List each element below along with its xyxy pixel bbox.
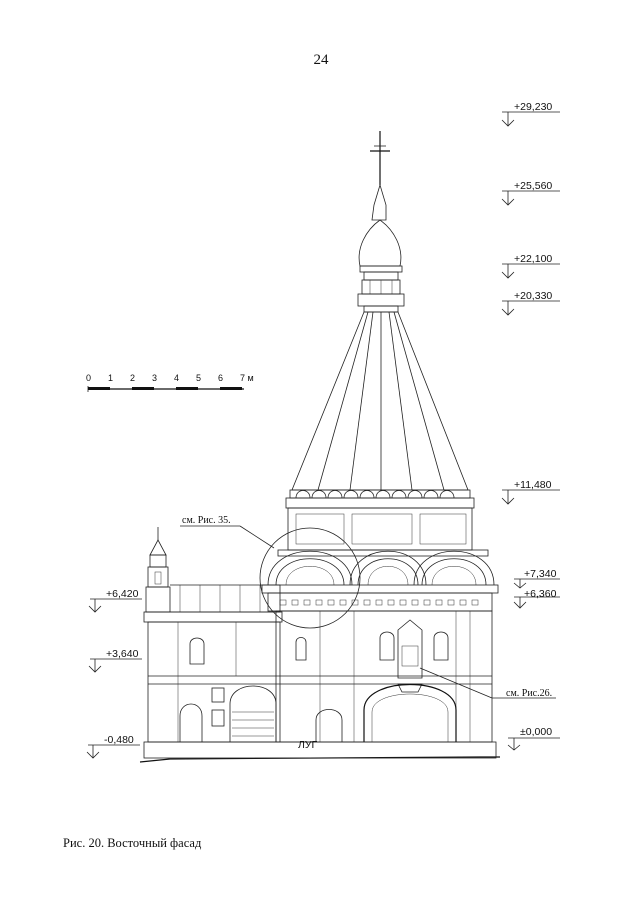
svg-text:-0,480: -0,480 (104, 734, 134, 746)
scale-bar: 0 1 2 3 4 5 6 7 м (86, 373, 254, 392)
scale-tick: 2 (130, 373, 135, 383)
svg-text:+29,230: +29,230 (514, 101, 552, 113)
scale-tick: 7 м (240, 373, 254, 383)
tent-roof (285, 311, 475, 509)
level-marker: ±0,000 (507, 726, 560, 751)
svg-text:+7,340: +7,340 (524, 568, 557, 580)
scale-tick: 1 (108, 373, 113, 383)
svg-text:+20,330: +20,330 (514, 290, 552, 302)
svg-text:+22,100: +22,100 (514, 253, 552, 265)
dentil-band (279, 599, 479, 606)
level-marker: +7,340 (513, 568, 560, 589)
figure-caption: Рис. 20. Восточный фасад (63, 836, 202, 850)
svg-text:+25,560: +25,560 (514, 180, 552, 192)
svg-text:см. Рис. 35.: см. Рис. 35. (182, 515, 231, 526)
level-marker: +20,330 (501, 290, 560, 316)
level-marker: +11,480 (501, 479, 560, 505)
page-number: 24 (313, 52, 329, 68)
level-marker: +22,100 (501, 253, 560, 279)
scale-tick: 6 (218, 373, 223, 383)
left-wing (143, 527, 283, 623)
detail-reference-26: см. Рис.26. (419, 667, 556, 699)
level-markers-right: +29,230 +25,560 +22,100 +20,330 +11,480 … (501, 101, 560, 751)
level-marker: +29,230 (501, 101, 560, 127)
bell-tier (261, 507, 499, 612)
scale-tick: 5 (196, 373, 201, 383)
gate-label: ЛУГ (298, 739, 318, 751)
svg-text:±0,000: ±0,000 (520, 726, 552, 738)
level-marker: +6,360 (513, 588, 560, 609)
svg-text:+3,640: +3,640 (106, 648, 139, 660)
level-marker: -0,480 (86, 734, 140, 759)
scale-tick: 3 (152, 373, 157, 383)
level-marker: +6,420 (88, 588, 142, 613)
svg-text:+6,360: +6,360 (524, 588, 557, 600)
level-markers-left: +6,420 +3,640 -0,480 (86, 588, 142, 759)
svg-text:+6,420: +6,420 (106, 588, 139, 600)
svg-text:см. Рис.26.: см. Рис.26. (506, 688, 552, 699)
level-marker: +25,560 (501, 180, 560, 206)
main-walls: ЛУГ (143, 610, 497, 759)
svg-text:+11,480: +11,480 (514, 479, 552, 491)
cross-and-cupola (357, 131, 405, 313)
scale-tick: 4 (174, 373, 179, 383)
scale-tick: 0 (86, 373, 91, 383)
level-marker: +3,640 (88, 648, 142, 673)
detail-reference-35: см. Рис. 35. (180, 515, 361, 629)
